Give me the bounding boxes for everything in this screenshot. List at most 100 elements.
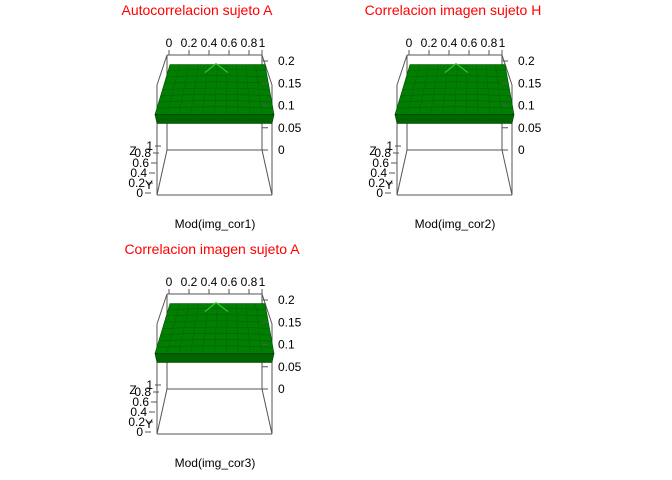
x-tick-label: 0.2 [421, 36, 438, 50]
y-axis-letter: Y [145, 178, 153, 192]
y-tick-label: 0.6 [132, 395, 149, 409]
surface-mesh-line [178, 303, 190, 354]
plot-title: Correlacion imagen sujeto H [365, 2, 542, 18]
y-tick-label: 0 [136, 186, 143, 200]
surface-mesh-line [226, 303, 228, 354]
x-axis-label: Mod(img_cor1) [175, 217, 256, 231]
surface-mesh-line [454, 64, 458, 115]
surface-plot-1: Autocorrelacion sujeto A Mod(img_cor1) 0… [122, 2, 302, 231]
y-tick-label: 0.2 [128, 415, 145, 429]
y-tick-label: 0.2 [128, 176, 145, 190]
y-tick-label: 0.8 [134, 385, 151, 399]
z-axis-letter: Z [129, 383, 136, 397]
plot-title: Autocorrelacion sujeto A [122, 2, 274, 18]
z-tick-label: 0.2 [278, 54, 295, 68]
x-tick-label: 0 [166, 275, 173, 289]
surface-peak [204, 62, 229, 74]
box-edge [501, 149, 513, 196]
surface-mesh-line [236, 64, 239, 115]
y-tick-label: 0.4 [370, 166, 387, 180]
surface-mesh-line [485, 64, 491, 115]
surface-mesh-line [430, 64, 439, 115]
y-axis-letter: Y [385, 178, 393, 192]
x-tick-label: 0.6 [461, 36, 478, 50]
surface-mesh-line [214, 303, 218, 354]
z-tick-label: 0.1 [518, 99, 535, 113]
y-tick-label: 0.4 [130, 405, 147, 419]
surface-mesh-line [245, 64, 251, 115]
surface-peak [204, 301, 229, 313]
box-edge [156, 54, 168, 86]
y-tick-label: 0 [376, 186, 383, 200]
x-tick-label: 0 [166, 36, 173, 50]
x-tick-label: 0 [406, 36, 413, 50]
x-axis-label: Mod(img_cor3) [175, 456, 256, 470]
x-tick-label: 1 [259, 275, 266, 289]
x-tick-label: 0.2 [181, 36, 198, 50]
y-tick-label: 0.2 [368, 176, 385, 190]
x-tick-label: 1 [259, 36, 266, 50]
z-tick-label: 0.05 [278, 121, 302, 135]
surface-mesh-line [166, 303, 180, 354]
y-tick-label: 0.8 [134, 146, 151, 160]
z-tick-label: 0.15 [278, 315, 302, 329]
surface-rim [154, 114, 275, 124]
x-tick-label: 1 [499, 36, 506, 50]
z-tick-label: 0 [278, 382, 285, 396]
surface-mesh-line [495, 64, 503, 115]
x-tick-label: 0.8 [481, 36, 498, 50]
y-tick-label: 0.6 [132, 156, 149, 170]
box-edge [261, 388, 273, 435]
surface-mesh-line [178, 64, 190, 115]
surface-mesh-line [202, 303, 209, 354]
surface-mesh-line [202, 64, 209, 115]
z-tick-label: 0.05 [518, 121, 542, 135]
surface-mesh-line [418, 64, 430, 115]
surface-mesh-line [245, 303, 251, 354]
box-edge [261, 149, 273, 196]
x-tick-label: 0.4 [201, 275, 218, 289]
surface-mesh-line [476, 64, 479, 115]
x-tick-label: 0.8 [241, 36, 258, 50]
y-tick-label: 0.4 [130, 166, 147, 180]
surface-mesh-line [466, 64, 468, 115]
surface-mesh-line [214, 64, 218, 115]
surface-peak [444, 62, 469, 74]
box-edge [156, 149, 168, 196]
z-tick-label: 0.2 [278, 293, 295, 307]
y-tick-label: 0 [136, 425, 143, 439]
z-axis-letter: Z [369, 144, 376, 158]
z-tick-label: 0.2 [518, 54, 535, 68]
surface-mesh-line [190, 64, 199, 115]
y-tick-label: 1 [146, 378, 153, 392]
x-tick-label: 0.4 [441, 36, 458, 50]
y-tick-label: 0.6 [372, 156, 389, 170]
surface-plot-2: Correlacion imagen sujeto H Mod(img_cor2… [365, 2, 542, 231]
box-edge [501, 54, 513, 86]
surface-mesh-line [226, 64, 228, 115]
z-tick-label: 0.05 [278, 360, 302, 374]
surface-mesh-line [236, 303, 239, 354]
y-tick-label: 1 [146, 139, 153, 153]
surface-rim [394, 114, 515, 124]
z-tick-label: 0.15 [278, 76, 302, 90]
x-tick-label: 0.6 [221, 36, 238, 50]
surface-mesh-line [442, 64, 449, 115]
box-edge [156, 388, 168, 435]
y-tick-label: 1 [386, 139, 393, 153]
surface-mesh-line [406, 64, 420, 115]
box-edge [261, 293, 273, 325]
x-axis-label: Mod(img_cor2) [415, 217, 496, 231]
y-axis-letter: Y [145, 417, 153, 431]
x-tick-label: 0.2 [181, 275, 198, 289]
surface-mesh-line [166, 64, 180, 115]
box-edge [156, 293, 168, 325]
z-tick-label: 0.1 [278, 338, 295, 352]
surface-plot-3: Correlacion imagen sujeto A Mod(img_cor3… [124, 241, 301, 470]
z-tick-label: 0 [278, 143, 285, 157]
surface-mesh-line [190, 303, 199, 354]
x-tick-label: 0.6 [221, 275, 238, 289]
box-edge [261, 54, 273, 86]
surface-mesh-line [255, 64, 263, 115]
